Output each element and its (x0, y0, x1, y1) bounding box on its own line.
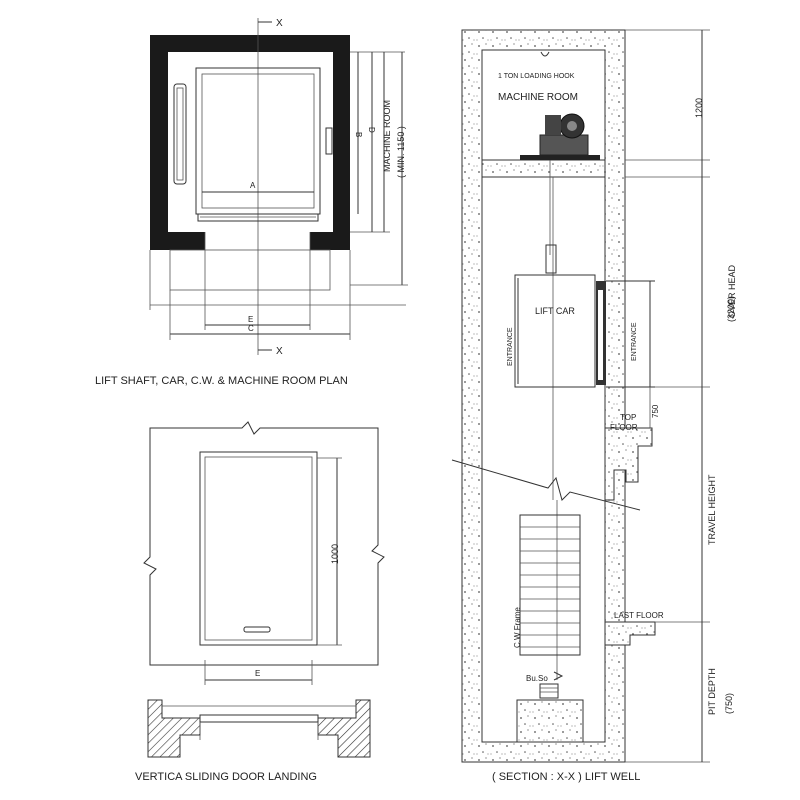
counterweight-plan (173, 83, 187, 185)
travel-height-label: TRAVEL HEIGHT (707, 474, 717, 545)
last-floor-label: LAST FLOOR (614, 611, 664, 620)
buffer-base (516, 699, 584, 743)
landing-caption: VERTICA SLIDING DOOR LANDING (135, 771, 317, 783)
buffer-label: Bu.So (526, 674, 548, 683)
entrance-right-label: ENTRANCE (631, 322, 638, 361)
traction-machine-icon (520, 113, 600, 160)
section-marker-bottom: X (276, 346, 283, 357)
door-width-label: E (255, 669, 260, 678)
dim-c-label: C (248, 324, 254, 333)
section-lift-well: 1 TON LOADING HOOK MACHINE ROOM LIFT CAR… (451, 29, 664, 763)
top-floor-label-1: TOP (620, 413, 636, 422)
buffer-spring (539, 683, 559, 699)
door-height-label: 1000 (330, 544, 340, 564)
door-handle (243, 626, 271, 633)
door-frame (199, 451, 318, 646)
section-dimensions: 1200 OVER HEAD (3200) TRAVEL HEIGHT PIT … (625, 29, 737, 763)
dim-e-label: E (248, 315, 253, 324)
machine-room-min-label: ( MIN. 1150 ) (396, 126, 406, 178)
shaft-plan: X X A E C B D MACHINE (149, 18, 408, 357)
cw-frame-label: C.W Frame (513, 607, 522, 648)
over-head-label: OVER HEAD (727, 264, 737, 318)
pit-depth-value: (750) (724, 693, 734, 714)
machine-room-label: MACHINE ROOM (498, 92, 578, 103)
entrance-left-label: ENTRANCE (507, 327, 514, 366)
door-elevation: 1000 E (143, 421, 385, 685)
machine-room-vertical-label: MACHINE ROOM (382, 100, 392, 172)
top-floor-label-2: FLOOR (610, 423, 638, 432)
section-marker-top: X (276, 18, 283, 29)
dim-a-label: A (250, 181, 256, 190)
section-caption: ( SECTION : X-X ) LIFT WELL (492, 771, 640, 783)
dim-b-label: B (354, 132, 363, 137)
plan-caption: LIFT SHAFT, CAR, C.W. & MACHINE ROOM PLA… (95, 375, 348, 387)
pit-depth-label: PIT DEPTH (707, 668, 717, 715)
mr-height-label: 1200 (694, 98, 704, 118)
lift-car-label: LIFT CAR (535, 306, 575, 316)
lift-car (514, 274, 596, 388)
over-head-value: (3200) (726, 296, 736, 322)
top-floor-dim: 750 (651, 404, 660, 418)
door-landing (147, 699, 371, 758)
dim-d-label: D (367, 127, 376, 133)
counterweight-frame (519, 514, 581, 656)
loading-hook-label: 1 TON LOADING HOOK (498, 73, 575, 80)
